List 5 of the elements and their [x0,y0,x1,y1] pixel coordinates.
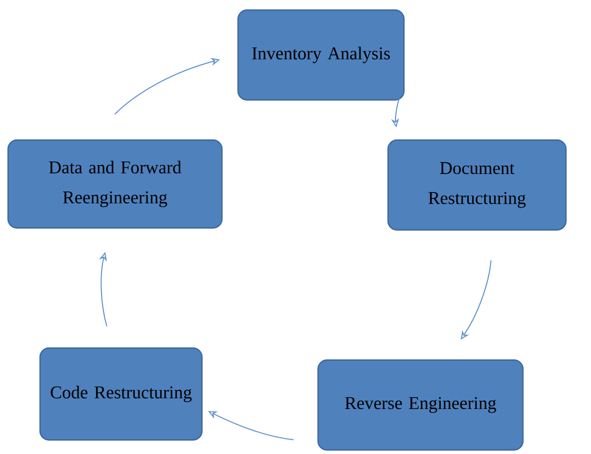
process-box: Document Restructuring [387,139,567,231]
process-box: Code Restructuring [39,347,203,441]
process-box: Reverse Engineering [317,359,524,451]
process-box: Data and Forward Reengineering [7,139,223,229]
process-box: Inventory Analysis [237,9,405,101]
